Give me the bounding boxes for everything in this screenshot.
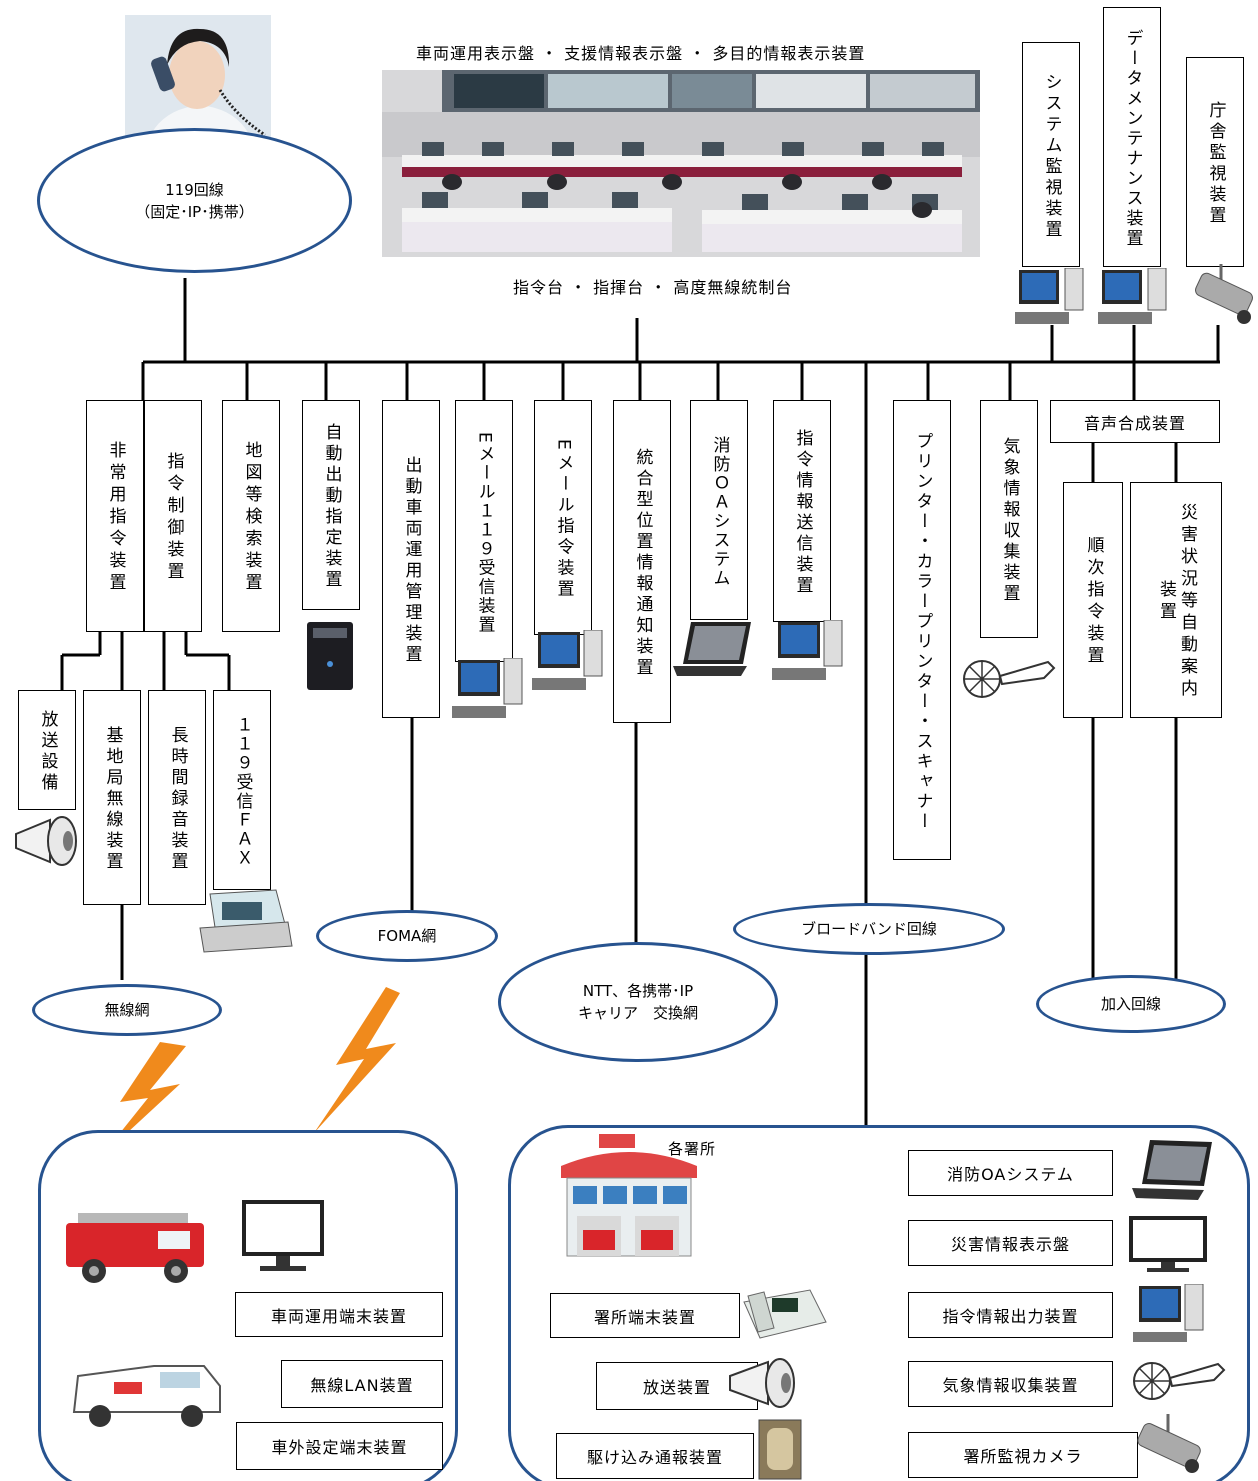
station-right-box: 災害情報表示盤 (908, 1220, 1113, 1266)
desktop-pc-icon (1098, 268, 1167, 324)
desktop-pc-icon (1133, 1284, 1204, 1342)
station-right-box: 指令情報出力装置 (908, 1292, 1113, 1338)
monitor-icon (242, 1200, 324, 1271)
desktop-pc-icon (1015, 268, 1084, 324)
building-monitor-box: 庁舎監視装置 (1186, 57, 1244, 267)
laptop-icon (673, 622, 751, 676)
megaphone-icon (729, 1358, 795, 1408)
data-maintenance-label: データメンテナンス装置 (1122, 29, 1143, 249)
device-auto-dispatch: 自動出動指定装置 (302, 400, 360, 610)
line119-oval: 119回線 （固定･IP･携帯） (37, 128, 352, 273)
foma-oval: FOMA網 (316, 910, 498, 962)
station-right-box: 署所監視カメラ (908, 1432, 1138, 1478)
display-caption: 車両運用表示盤 ・ 支援情報表示盤 ・ 多目的情報表示装置 (416, 44, 866, 63)
wlan-box: 無線LAN装置 (281, 1360, 443, 1408)
lightning-bolt-icon (100, 1042, 186, 1158)
device-emergency-command: 非常用指令装置 (86, 400, 144, 632)
device-weather-info: 気象情報収集装置 (980, 400, 1038, 638)
broadband-oval: ブロードバンド回線 (733, 903, 1005, 955)
fire-truck-icon (66, 1213, 204, 1283)
line119-title: 119回線 (165, 180, 224, 199)
long-recording-box: 長時間録音装置 (148, 690, 206, 905)
wind-gauge-icon (1133, 1362, 1226, 1400)
desktop-pc-icon (452, 658, 523, 718)
security-camera-icon (1137, 1414, 1201, 1473)
data-maintenance-box: データメンテナンス装置 (1103, 7, 1161, 267)
monitor-icon (1129, 1216, 1207, 1272)
fax-machine-icon (199, 889, 293, 953)
megaphone-icon (15, 816, 77, 866)
station-right-box: 消防OAシステム (908, 1150, 1113, 1196)
fire-station-icon (561, 1134, 697, 1257)
console-caption: 指令台 ・ 指揮台 ・ 高度無線統制台 (513, 278, 793, 297)
lightning-bolt-icon (314, 987, 400, 1133)
device-email-command: Eメール指令装置 (534, 400, 592, 635)
command-room-photo (382, 70, 982, 257)
laptop-icon (1132, 1140, 1212, 1200)
subscriber-oval: 加入回線 (1036, 975, 1226, 1033)
device-fire-oa: 消防ＯＡシステム (690, 400, 748, 620)
building-monitor-label: 庁舎監視装置 (1205, 101, 1226, 227)
device-printer-scanner: プリンター・カラープリンター・スキャナー (893, 400, 951, 860)
station-terminal-box: 署所端末装置 (550, 1293, 740, 1338)
station-right-box: 気象情報収集装置 (908, 1361, 1113, 1407)
device-vehicle-management: 出動車両運用管理装置 (382, 400, 440, 718)
command-room-image (382, 70, 982, 257)
base-radio-box: 基地局無線装置 (83, 690, 141, 905)
device-map-search: 地図等検索装置 (222, 400, 280, 632)
ntt-oval: NTT、各携帯･IP キャリア 交換網 (498, 942, 778, 1062)
terminal-device-icon (743, 1289, 827, 1339)
radio-net-oval: 無線網 (32, 984, 222, 1036)
device-command-info-send: 指令情報送信装置 (773, 400, 831, 622)
station-title: 各署所 (668, 1140, 717, 1158)
disaster-guide-box: 災害状況等自動案内装置 (1130, 482, 1222, 718)
security-camera-icon (1195, 264, 1253, 324)
rush-in-box: 駆け込み通報装置 (556, 1433, 754, 1479)
system-monitor-box: システム監視装置 (1022, 42, 1080, 267)
device-location-notify: 統合型位置情報通知装置 (613, 400, 671, 723)
voice-synth-box: 音声合成装置 (1050, 400, 1220, 443)
ambulance-icon (72, 1365, 221, 1427)
desktop-pc-icon (772, 620, 843, 680)
outside-terminal-box: 車外設定端末装置 (236, 1422, 443, 1470)
sequential-command-box: 順次指令装置 (1063, 482, 1123, 718)
fax119-box: １１９受信ＦＡＸ (213, 690, 271, 890)
server-icon (307, 622, 353, 690)
desktop-pc-icon (532, 630, 603, 690)
system-monitor-label: システム監視装置 (1041, 72, 1062, 241)
device-email119: Eメール１１９受信装置 (455, 400, 513, 662)
broadcast-facility-box: 放送設備 (18, 690, 76, 810)
line119-sub: （固定･IP･携帯） (135, 202, 254, 221)
vehicle-terminal-box: 車両運用端末装置 (235, 1292, 443, 1337)
intercom-icon (758, 1419, 802, 1480)
device-command-control: 指令制御装置 (144, 400, 202, 632)
wind-gauge-icon (963, 660, 1056, 698)
